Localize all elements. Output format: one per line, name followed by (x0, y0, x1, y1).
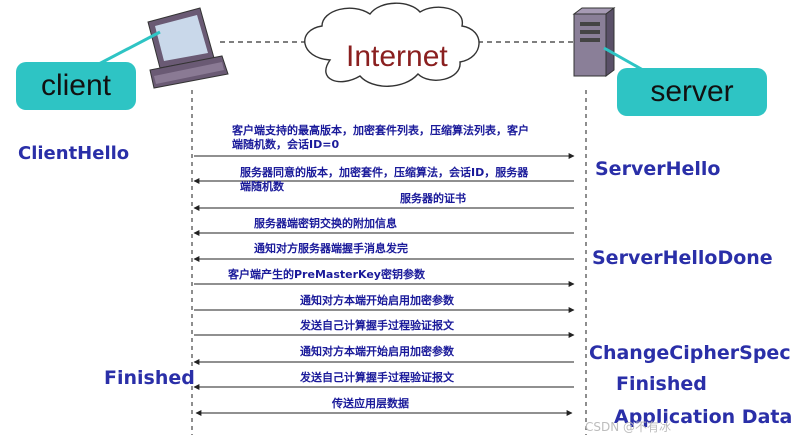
msg-server-hello-line2: 端随机数 (240, 180, 284, 193)
watermark: CSDN @不有冰 (585, 420, 672, 434)
client-tag: client (16, 62, 136, 110)
step-client-hello: ClientHello (18, 143, 130, 164)
msg-server-hello-done: 通知对方服务器端握手消息发完 (254, 242, 408, 255)
step-server-finished: Finished (616, 373, 707, 395)
client-computer-icon (147, 7, 229, 89)
msg-premaster-key: 客户端产生的PreMasterKey密钥参数 (228, 268, 425, 281)
client-label: client (40, 69, 112, 102)
msg-key-exchange: 服务器端密钥交换的附加信息 (254, 217, 397, 230)
step-application-data: Application Data (614, 406, 793, 428)
msg-client-hello-line1: 客户端支持的最高版本，加密套件列表，压缩算法列表，客户 (232, 124, 529, 137)
msg-client-change-cipher: 通知对方本端开始启用加密参数 (300, 294, 454, 307)
msg-application-data: 传送应用层数据 (332, 397, 409, 410)
server-label: server (650, 75, 734, 108)
server-tag: server (617, 68, 767, 116)
msg-server-finished: 发送自己计算握手过程验证报文 (300, 371, 454, 384)
msg-client-hello-line2: 端随机数，会话ID=0 (232, 138, 340, 151)
msg-server-hello-line1: 服务器同意的版本，加密套件，压缩算法，会话ID，服务器 (240, 166, 529, 179)
internet-cloud (304, 2, 480, 87)
msg-client-hello: 客户端支持的最高版本，加密套件列表，压缩算法列表，客户 端随机数，会话ID=0 (232, 124, 529, 152)
step-server-hello: ServerHello (595, 158, 721, 180)
internet-label: Internet (346, 40, 448, 73)
step-change-cipher-spec: ChangeCipherSpec (589, 342, 791, 364)
server-computer-icon (572, 7, 616, 77)
msg-server-change-cipher: 通知对方本端开始启用加密参数 (300, 345, 454, 358)
client-tag-pointer (94, 30, 161, 68)
msg-certificate: 服务器的证书 (400, 192, 466, 205)
step-server-hello-done: ServerHelloDone (592, 247, 773, 269)
step-client-finished: Finished (104, 367, 195, 389)
msg-client-finished: 发送自己计算握手过程验证报文 (300, 319, 454, 332)
msg-server-hello: 服务器同意的版本，加密套件，压缩算法，会话ID，服务器 端随机数 (240, 166, 528, 194)
